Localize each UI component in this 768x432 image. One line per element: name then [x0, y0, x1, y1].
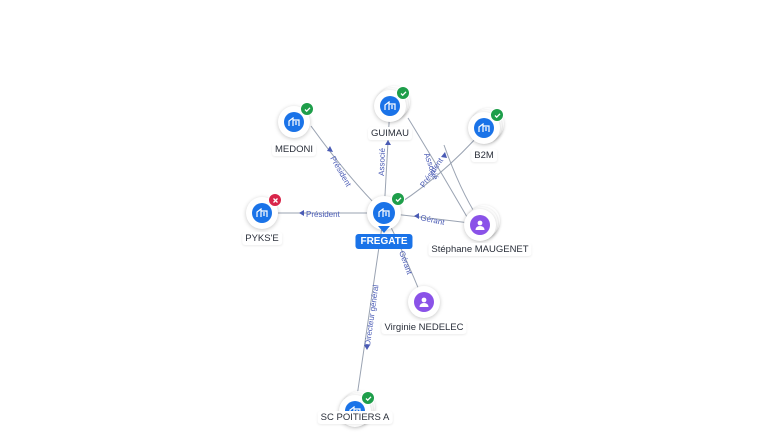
edge-guimau [383, 105, 391, 214]
node-label: MEDONI [272, 143, 316, 156]
node-label: PYKS'E [242, 232, 282, 245]
active-check-icon [361, 391, 375, 405]
node-pykse[interactable]: PYKS'E [242, 193, 282, 245]
active-check-icon [396, 86, 410, 100]
node-label: Stéphane MAUGENET [428, 243, 532, 256]
center-label: FREGATE [355, 234, 413, 249]
building-icon [380, 96, 400, 116]
node-b2m[interactable]: B2M [468, 108, 504, 162]
edge-guimau-maugenet [407, 117, 471, 223]
arrow-maugenet [414, 213, 419, 219]
node-nedelec[interactable]: Virginie NEDELEC [381, 286, 467, 334]
building-icon [373, 202, 395, 224]
edge-label-poitiers: Directeur général [363, 284, 380, 346]
node-fregate-center[interactable]: FREGATE [355, 192, 413, 249]
node-label: B2M [471, 149, 497, 162]
edge-label-guimau: Associé [377, 147, 387, 176]
edge-label-pykse: Président [306, 210, 341, 219]
node-guimau[interactable]: GUIMAU [368, 86, 412, 140]
closed-cross-icon [268, 193, 282, 207]
node-label: SC POITIERS A [317, 411, 393, 424]
arrow-b2m [441, 152, 447, 158]
active-check-icon [300, 102, 314, 116]
arrow-medoni [327, 146, 333, 152]
edge-label-medoni: Président [328, 155, 353, 189]
active-check-icon [391, 192, 405, 206]
building-icon [284, 112, 304, 132]
node-label: Virginie NEDELEC [381, 321, 467, 334]
building-icon [252, 203, 272, 223]
person-icon [470, 215, 490, 235]
edge-label-nedelec: Gérant [397, 250, 414, 277]
arrow-pykse [299, 210, 304, 216]
edge-label-maugenet: Gérant [420, 213, 447, 227]
node-label: GUIMAU [368, 127, 412, 140]
person-icon [414, 292, 434, 312]
active-check-icon [490, 108, 504, 122]
node-maugenet[interactable]: Stéphane MAUGENET [428, 205, 532, 256]
building-icon [474, 118, 494, 138]
arrow-guimau [385, 140, 391, 145]
node-medoni[interactable]: MEDONI [272, 102, 316, 156]
arrow-poitiers [364, 345, 370, 350]
center-pin [378, 226, 390, 233]
node-poitiers[interactable]: SC POITIERS A [317, 391, 393, 427]
